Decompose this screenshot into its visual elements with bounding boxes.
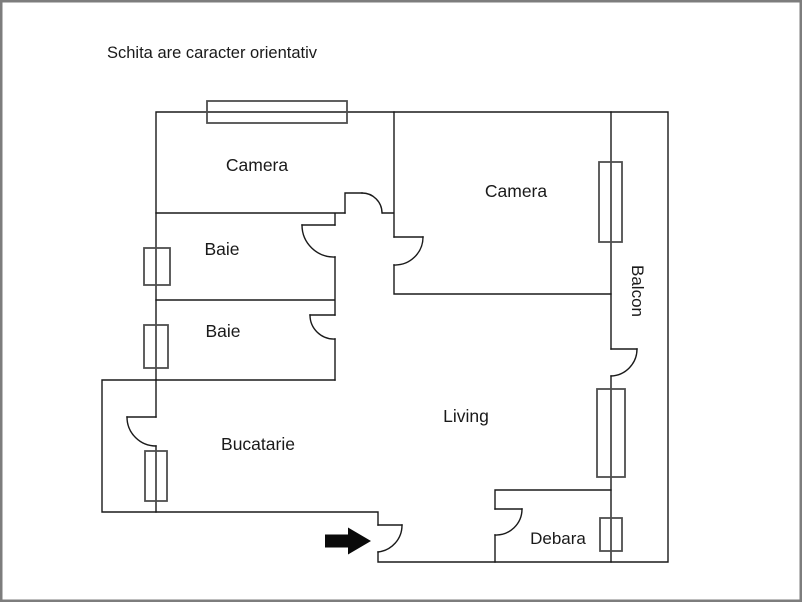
window-baie-top <box>143 247 171 286</box>
room-label-baie-top: Baie <box>204 239 239 259</box>
interior-walls <box>155 111 612 563</box>
door-arc-baie-top <box>301 224 336 258</box>
room-labels-group: Camera Camera Baie Baie Bucatarie Living… <box>204 155 647 548</box>
door-arc-entrance <box>377 524 403 553</box>
door-arc-balcony <box>610 348 638 377</box>
room-label-debara: Debara <box>530 529 586 548</box>
room-label-camera-right: Camera <box>485 181 548 201</box>
exterior-walls <box>101 111 669 563</box>
plan-disclaimer-title: Schita are caracter orientativ <box>107 44 318 62</box>
door-leaf-camera-left <box>344 192 363 214</box>
window-baie-bottom <box>143 324 169 369</box>
room-label-camera-left: Camera <box>226 155 289 175</box>
window-camera-right <box>598 161 623 243</box>
window-living <box>596 388 626 478</box>
door-arc-debara <box>494 508 523 536</box>
door-arc-kitchen-strip <box>126 416 157 447</box>
room-label-balcon: Balcon <box>628 265 647 317</box>
door-arc-baie-bottom <box>309 314 336 340</box>
room-label-baie-bottom: Baie <box>205 321 240 341</box>
door-arc-camera-right <box>393 236 424 266</box>
window-debara <box>599 517 623 552</box>
entrance-arrow-icon <box>325 527 371 555</box>
room-label-living: Living <box>443 406 489 426</box>
door-arc-camera-left <box>361 192 383 214</box>
windows-group <box>143 100 626 552</box>
room-label-bucatarie: Bucatarie <box>221 434 295 454</box>
window-kitchen-strip <box>144 450 168 502</box>
window-camera-left-top <box>206 100 348 124</box>
walls-group <box>101 111 669 563</box>
